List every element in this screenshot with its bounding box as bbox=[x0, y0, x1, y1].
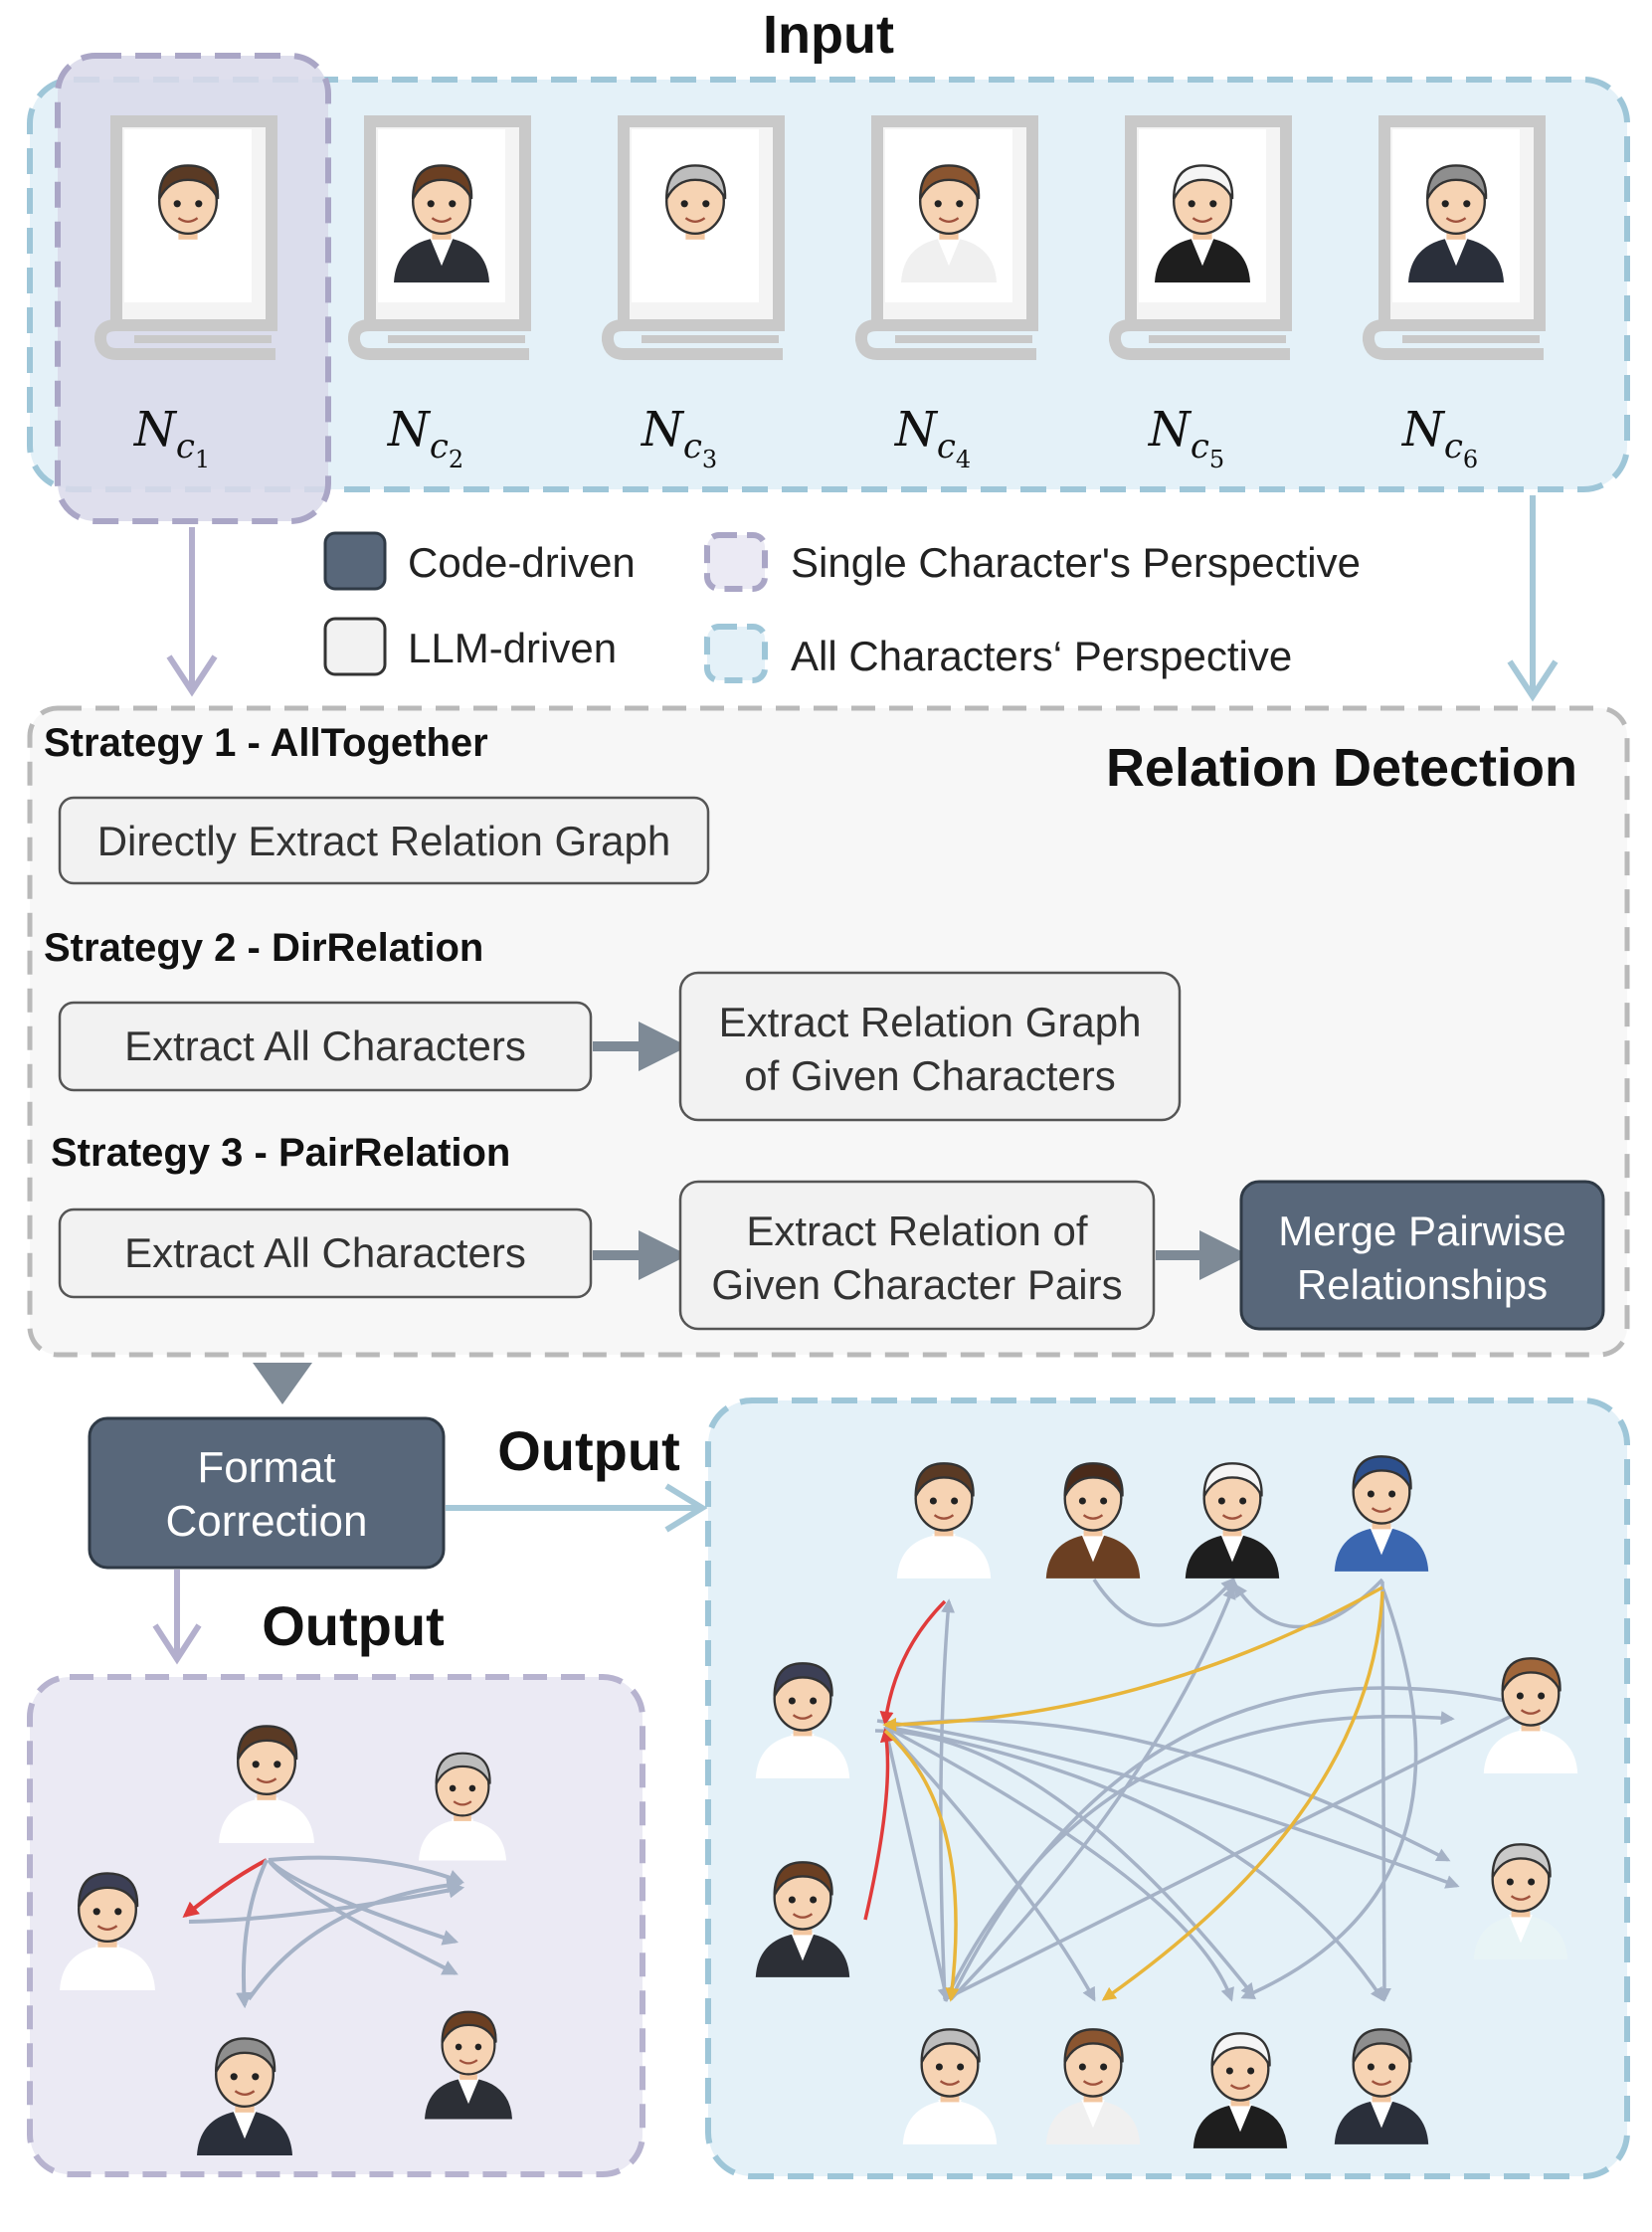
strategy1-title: Strategy 1 - AllTogether bbox=[44, 721, 488, 765]
relation-edge bbox=[1092, 1577, 1235, 1627]
strategy2-step1-box bbox=[58, 1001, 593, 1092]
arrow-relation-to-format bbox=[253, 1363, 312, 1404]
strategy3-step3-box bbox=[1239, 1180, 1605, 1331]
legend-code-driven-swatch bbox=[323, 531, 387, 591]
strategy3-step3-line2: Relationships bbox=[1297, 1261, 1548, 1308]
arrow-format-to-right-output-head bbox=[664, 1483, 708, 1533]
strategy3-step3-line1: Merge Pairwise bbox=[1278, 1208, 1565, 1254]
relation-edge bbox=[939, 1598, 956, 2000]
arrow-single-to-relation-head bbox=[166, 654, 218, 697]
relation-edge bbox=[883, 1725, 1096, 2002]
relation-edge bbox=[188, 1882, 465, 1924]
format-correction-line1: Format bbox=[197, 1443, 335, 1492]
relation-edge bbox=[236, 1859, 269, 2009]
book-label: Nc1 bbox=[133, 402, 210, 473]
relation-edge bbox=[884, 1725, 1384, 2002]
relation-edge bbox=[1240, 1586, 1418, 1999]
relation-edge bbox=[944, 1709, 1525, 2001]
input-title: Input bbox=[763, 5, 894, 65]
book-label: Nc6 bbox=[1401, 402, 1478, 473]
strategy2-title: Strategy 2 - DirRelation bbox=[44, 926, 483, 970]
relation-edge bbox=[882, 1585, 1383, 1732]
strategy3-step1-label: Extract All Characters bbox=[124, 1229, 526, 1276]
relation-edge bbox=[884, 1725, 1234, 2002]
book-label: Nc4 bbox=[894, 402, 971, 473]
relation-edge bbox=[879, 1599, 947, 1726]
strategy1-step1-label: Directly Extract Relation Graph bbox=[97, 818, 671, 864]
strategy3-step2-line1: Extract Relation of bbox=[746, 1208, 1087, 1254]
relation-edge bbox=[182, 1858, 268, 1919]
format-correction-line2: Correction bbox=[166, 1497, 368, 1546]
relation-edge bbox=[883, 1729, 960, 2002]
book-label: Nc2 bbox=[387, 402, 463, 473]
arrow-all-to-relation-head bbox=[1507, 659, 1559, 702]
strategy2-step2-line2: of Given Characters bbox=[744, 1052, 1116, 1099]
legend-single-perspective-swatch bbox=[704, 532, 768, 592]
right-relation-graph bbox=[754, 1454, 1579, 2150]
strategy1-step1-box bbox=[58, 796, 710, 885]
strategy3-step2-line2: Given Character Pairs bbox=[711, 1261, 1122, 1308]
output-left-title: Output bbox=[262, 1594, 444, 1657]
strategy3-step2-box bbox=[678, 1180, 1156, 1331]
book-label: Nc5 bbox=[1148, 402, 1224, 473]
output-right-title: Output bbox=[497, 1419, 679, 1482]
relation-edge bbox=[883, 1726, 952, 2002]
relation-edge bbox=[1377, 1581, 1391, 2002]
format-correction-box bbox=[88, 1416, 446, 1570]
relation-edge bbox=[267, 1858, 459, 1946]
legend: Code-driven LLM-driven Single Character'… bbox=[323, 531, 1361, 683]
legend-llm-driven-label: LLM-driven bbox=[408, 625, 617, 671]
legend-single-perspective-label: Single Character's Perspective bbox=[791, 539, 1361, 586]
strategy2-step2-line1: Extract Relation Graph bbox=[719, 999, 1142, 1045]
strategy2-step1-label: Extract All Characters bbox=[124, 1023, 526, 1069]
legend-all-perspective-label: All Characters‘ Perspective bbox=[791, 633, 1292, 679]
relation-edge bbox=[1101, 1590, 1384, 2001]
relation-edge bbox=[949, 1584, 1236, 2001]
books-row: Nc1 Nc2 Nc3 Nc4 Nc5 Nc6 bbox=[100, 121, 1544, 473]
legend-llm-driven-swatch bbox=[323, 617, 387, 676]
arrow-format-to-left-output-head bbox=[152, 1623, 202, 1665]
book-label: Nc3 bbox=[641, 402, 717, 473]
legend-code-driven-label: Code-driven bbox=[408, 539, 636, 586]
relation-edge bbox=[247, 1877, 463, 2001]
left-relation-graph bbox=[58, 1725, 514, 2157]
relation-detection-title: Relation Detection bbox=[1106, 738, 1577, 798]
strategy2-step2-box bbox=[678, 971, 1182, 1122]
legend-all-perspective-swatch bbox=[704, 624, 768, 683]
strategy3-step1-box bbox=[58, 1208, 593, 1299]
relation-edge bbox=[863, 1728, 894, 1921]
strategy3-title: Strategy 3 - PairRelation bbox=[51, 1131, 510, 1175]
relation-edge bbox=[949, 1686, 1535, 2000]
relation-edge bbox=[268, 1855, 464, 1885]
